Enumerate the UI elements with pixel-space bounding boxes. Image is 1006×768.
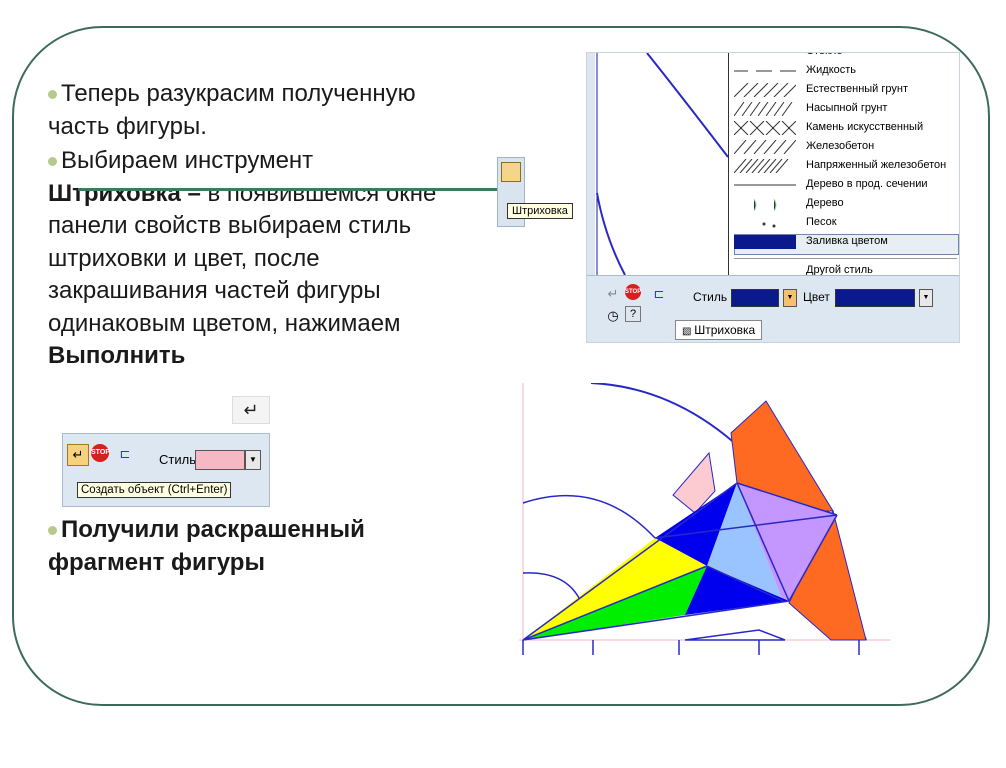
- hatch-swatch: [734, 197, 796, 212]
- bullet-2-prefix: Выбираем инструмент: [61, 147, 314, 174]
- enter-icon[interactable]: ↵: [607, 286, 619, 301]
- hatch-style-item[interactable]: Жидкость: [729, 62, 959, 81]
- bullet-3-text: Получили раскрашенный фрагмент фигуры: [48, 516, 365, 576]
- execute-icon[interactable]: ↵: [232, 396, 270, 424]
- hatch-style-label: Камень искусственный: [806, 121, 924, 133]
- hatch-style-label: Дерево: [806, 197, 844, 209]
- chevron-down-icon[interactable]: ▼: [245, 450, 261, 470]
- hatch-swatch: [734, 64, 796, 78]
- properties-toolbar-small: ↵ STOP ⊏ Стиль ▼ Создать объект (Ctrl+En…: [62, 433, 270, 507]
- bullet-dot: [48, 157, 57, 166]
- create-object-tooltip: Создать объект (Ctrl+Enter): [77, 482, 232, 498]
- canvas-arc: [596, 53, 728, 275]
- other-style-item[interactable]: Другой стиль: [729, 262, 959, 281]
- hatch-icon[interactable]: [501, 162, 521, 182]
- bullet-dot: [48, 526, 57, 535]
- hatch-style-dropdown[interactable]: СтеклоЖидкостьЕстественный грунтНасыпной…: [728, 53, 959, 282]
- chevron-down-icon[interactable]: ▼: [783, 289, 797, 307]
- panel-left-strip: [587, 53, 595, 275]
- stop-icon[interactable]: STOP: [625, 284, 641, 300]
- hatch-style-label: Дерево в прод. сечении: [806, 178, 928, 190]
- color-label: Цвет: [803, 290, 830, 304]
- lasso-icon[interactable]: ⊏: [119, 446, 131, 461]
- hatch-style-item[interactable]: Песок: [729, 214, 959, 233]
- tab-hatch[interactable]: ▧ Штриховка: [675, 320, 763, 340]
- create-object-icon[interactable]: ↵: [67, 444, 89, 466]
- hatch-style-item[interactable]: Насыпной грунт: [729, 100, 959, 119]
- hatch-style-item[interactable]: Дерево: [729, 195, 959, 214]
- properties-bar: ↵ STOP ⊏ ◷ ? Стиль ▼ Цвет ▼ ▧ Штриховка: [587, 275, 959, 342]
- text-block: Теперь разукрасим полученную часть фигур…: [48, 78, 448, 373]
- stop-icon[interactable]: STOP: [91, 444, 110, 462]
- bullet-3: Получили раскрашенный фрагмент фигуры: [48, 514, 448, 579]
- cursor-icon[interactable]: ◷: [607, 308, 619, 323]
- hatch-swatch: [734, 178, 796, 192]
- bullet-2-action: Выполнить: [48, 342, 186, 369]
- hatch-style-item[interactable]: Напряженный железобетон: [729, 157, 959, 176]
- chevron-down-icon[interactable]: ▼: [919, 289, 933, 307]
- color-select[interactable]: [835, 289, 915, 307]
- connector-line: [78, 188, 498, 191]
- hatch-style-item[interactable]: Камень искусственный: [729, 119, 959, 138]
- hatch-style-label: Напряженный железобетон: [806, 159, 947, 171]
- bullet-1-text: Теперь разукрасим полученную часть фигур…: [48, 80, 416, 140]
- hatch-style-label: Песок: [806, 216, 837, 228]
- hatch-style-item[interactable]: Дерево в прод. сечении: [729, 176, 959, 195]
- hatch-swatch: [733, 139, 797, 155]
- hatch-style-label: Заливка цветом: [806, 235, 888, 247]
- style-color-select[interactable]: [731, 289, 779, 307]
- hatch-style-item[interactable]: Заливка цветом: [729, 233, 959, 252]
- hatch-style-item[interactable]: Железобетон: [729, 138, 959, 157]
- hatch-icon: ▧: [682, 326, 695, 337]
- hatch-swatch: [733, 82, 797, 98]
- lasso-icon[interactable]: ⊏: [653, 286, 665, 301]
- hatch-style-label: Жидкость: [806, 64, 857, 76]
- hatch-swatch: [734, 216, 796, 230]
- hatch-style-label: Естественный грунт: [806, 83, 908, 95]
- hatch-style-label: Насыпной грунт: [806, 102, 888, 114]
- bullet-2-strong: Штриховка –: [48, 179, 201, 207]
- style-label: Стиль: [159, 452, 196, 467]
- hatch-style-item[interactable]: Естественный грунт: [729, 81, 959, 100]
- hatch-style-label: Железобетон: [806, 140, 875, 152]
- style-color-select[interactable]: [195, 450, 245, 470]
- bullet-1: Теперь разукрасим полученную часть фигур…: [48, 78, 448, 143]
- tab-hatch-label: Штриховка: [694, 323, 756, 337]
- colored-figure: [519, 383, 891, 655]
- hatch-tooltip: Штриховка: [507, 203, 573, 219]
- bullet-dot: [48, 90, 57, 99]
- style-label: Стиль: [693, 290, 728, 304]
- hatch-swatch: [734, 235, 796, 249]
- hatch-style-panel: СтеклоЖидкостьЕстественный грунтНасыпной…: [586, 52, 960, 343]
- hatch-swatch: [733, 120, 797, 136]
- help-icon[interactable]: ?: [625, 306, 641, 322]
- hatch-swatch: [733, 158, 796, 174]
- bullet-2-suffix: в появившемся окне панели свойств выбира…: [48, 179, 437, 337]
- hatch-style-label: Стекло: [806, 53, 843, 57]
- bullet-2: Выбираем инструмент Штриховка – в появив…: [48, 145, 448, 373]
- dropdown-separator: [734, 258, 957, 259]
- other-style-label: Другой стиль: [806, 264, 873, 276]
- hatch-swatch: [734, 53, 796, 59]
- hatch-style-item[interactable]: Стекло: [729, 53, 959, 62]
- hatch-swatch: [733, 101, 796, 117]
